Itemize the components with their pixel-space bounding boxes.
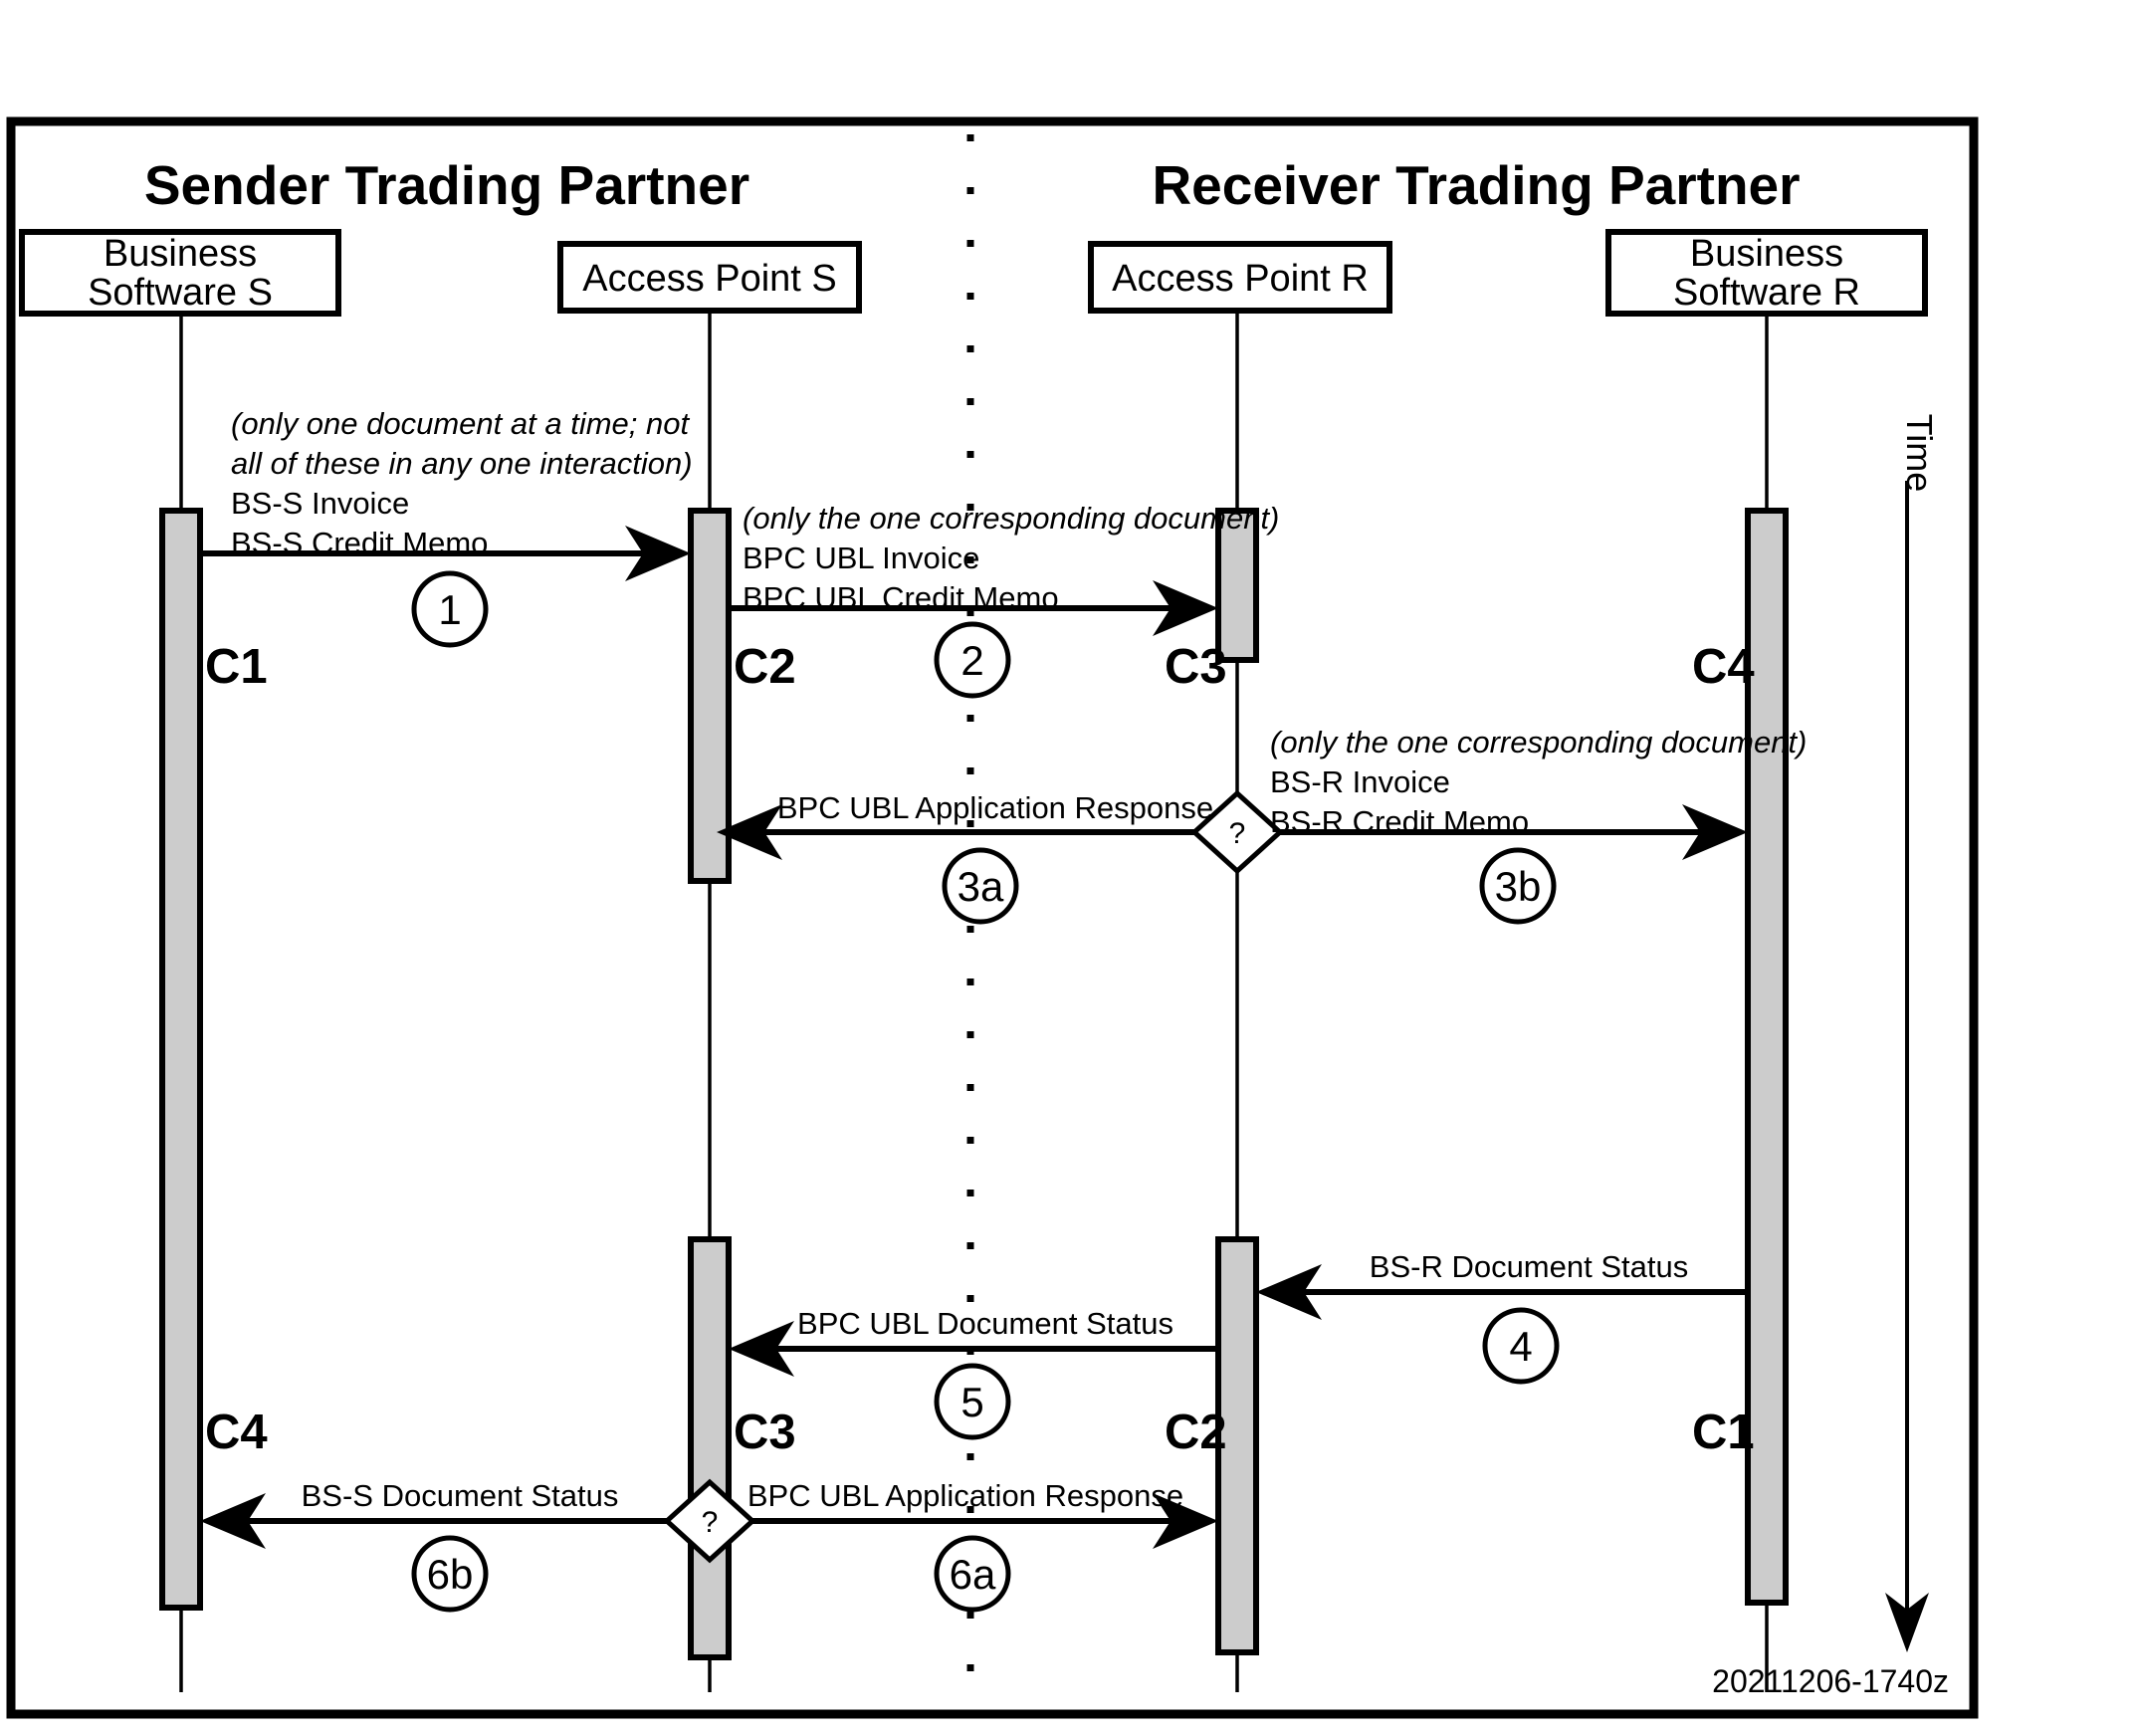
message-6a-group[interactable]: BPC UBL Application Response 6a	[747, 1478, 1218, 1613]
step-badge-3a-circle	[942, 847, 1019, 925]
message-5-group[interactable]: BPC UBL Document Status 5	[729, 1306, 1218, 1440]
note-step2-line3: BPC UBL Credit Memo	[743, 580, 1059, 615]
decision-marker-apr: ?	[1190, 789, 1284, 875]
decision-diamond-aps-shape	[663, 1478, 756, 1564]
checkpoint-c2-aps: C2	[734, 640, 796, 694]
actor-label-bss-line1: Business	[104, 233, 257, 275]
message-6a-arrowhead	[1153, 1493, 1218, 1549]
activation-bar-aps-lower	[688, 1236, 732, 1660]
message-3b-arrowhead	[1682, 804, 1748, 860]
note-step3b: (only the one corresponding document) BS…	[1270, 725, 1807, 839]
message-6b-arrowhead	[200, 1493, 266, 1549]
activation-bar-apr-upper	[1215, 508, 1259, 663]
step-badge-2-label: 2	[960, 637, 983, 684]
step-badge-6a-circle	[934, 1535, 1011, 1613]
step-badge-4-circle	[1482, 1307, 1560, 1385]
diagram-frame	[6, 116, 1979, 1719]
message-6b-group[interactable]: BS-S Document Status 6b	[200, 1478, 687, 1613]
note-step1-line1: (only one document at a time; not	[231, 406, 690, 441]
step-badge-5-label: 5	[960, 1379, 983, 1425]
note-step1-line3: BS-S Invoice	[231, 486, 409, 521]
note-step2-line1: (only the one corresponding document)	[743, 501, 1279, 536]
time-axis-label: Time	[1899, 414, 1940, 493]
note-step3b-line3: BS-R Credit Memo	[1270, 804, 1529, 839]
activation-bar-bss	[159, 508, 203, 1611]
message-1-arrowhead	[625, 526, 691, 581]
message-4-arrowhead	[1256, 1264, 1322, 1320]
checkpoint-c4-bss: C4	[205, 1406, 268, 1459]
message-6b-label: BS-S Document Status	[302, 1478, 619, 1513]
note-step3b-line1: (only the one corresponding document)	[1270, 725, 1807, 760]
actor-label-aps: Access Point S	[582, 258, 837, 300]
note-step1: (only one document at a time; not all of…	[231, 406, 693, 560]
message-1-group[interactable]: 1	[200, 526, 691, 648]
actor-header-business-software-s[interactable]: Business Software S	[19, 229, 341, 317]
checkpoint-c3-aps: C3	[734, 1406, 796, 1459]
step-badge-3b-circle	[1479, 847, 1557, 925]
decision-marker-aps: ?	[663, 1478, 756, 1564]
step-badge-6a-label: 6a	[950, 1551, 996, 1598]
sender-partner-title: Sender Trading Partner	[144, 154, 749, 216]
message-4-label: BS-R Document Status	[1370, 1249, 1688, 1284]
message-5-arrowhead	[729, 1321, 794, 1377]
actor-label-apr: Access Point R	[1112, 258, 1369, 300]
time-axis: Time	[1885, 414, 1940, 1652]
message-6a-label: BPC UBL Application Response	[747, 1478, 1183, 1513]
note-step2-line2: BPC UBL Invoice	[743, 541, 979, 575]
checkpoint-c3-apr: C3	[1165, 640, 1227, 694]
step-badge-1-label: 1	[438, 586, 461, 633]
step-badge-4-label: 4	[1509, 1323, 1532, 1370]
decision-diamond-apr-glyph: ?	[1229, 817, 1246, 850]
message-3a-label: BPC UBL Application Response	[777, 790, 1213, 825]
checkpoint-c2-apr: C2	[1165, 1406, 1227, 1459]
message-3a-arrowhead	[717, 804, 782, 860]
message-5-label: BPC UBL Document Status	[797, 1306, 1173, 1341]
step-badge-1-circle	[411, 570, 489, 648]
note-step3b-line2: BS-R Invoice	[1270, 764, 1450, 799]
step-badge-2-circle	[934, 621, 1011, 699]
decision-diamond-aps-glyph: ?	[702, 1506, 719, 1539]
message-4-group[interactable]: BS-R Document Status 4	[1256, 1249, 1748, 1385]
step-badge-6b-label: 6b	[427, 1551, 474, 1598]
message-2-arrowhead	[1153, 580, 1218, 636]
receiver-partner-title: Receiver Trading Partner	[1152, 154, 1800, 216]
checkpoint-c1-bss: C1	[205, 640, 268, 694]
activation-bar-aps-upper	[688, 508, 732, 884]
decision-diamond-apr-shape	[1190, 789, 1284, 875]
message-3a-group[interactable]: BPC UBL Application Response 3a	[717, 790, 1213, 925]
step-badge-3a-label: 3a	[958, 863, 1004, 910]
message-3b-group[interactable]: 3b	[1280, 804, 1748, 925]
document-version-stamp: 20211206-1740z	[1712, 1663, 1949, 1699]
step-badge-5-circle	[934, 1363, 1011, 1440]
note-step1-line2: all of these in any one interaction)	[231, 446, 693, 481]
note-step1-line4: BS-S Credit Memo	[231, 526, 488, 560]
step-badge-6b-circle	[411, 1535, 489, 1613]
time-axis-arrowhead	[1885, 1593, 1929, 1652]
step-badge-3b-label: 3b	[1495, 863, 1542, 910]
checkpoint-c1-bsr: C1	[1692, 1406, 1755, 1459]
actor-header-access-point-r[interactable]: Access Point R	[1088, 241, 1392, 314]
actor-header-business-software-r[interactable]: Business Software R	[1605, 229, 1928, 317]
actor-label-bsr-line1: Business	[1690, 233, 1843, 275]
message-2-group[interactable]: 2	[729, 580, 1218, 699]
actor-header-access-point-s[interactable]: Access Point S	[557, 241, 862, 314]
activation-bar-bsr	[1745, 508, 1789, 1606]
actor-label-bss-line2: Software S	[88, 272, 273, 314]
activation-bar-apr-lower	[1215, 1236, 1259, 1655]
note-step2: (only the one corresponding document) BP…	[743, 501, 1279, 615]
actor-label-bsr-line2: Software R	[1673, 272, 1860, 314]
checkpoint-c4-bsr: C4	[1692, 640, 1755, 694]
